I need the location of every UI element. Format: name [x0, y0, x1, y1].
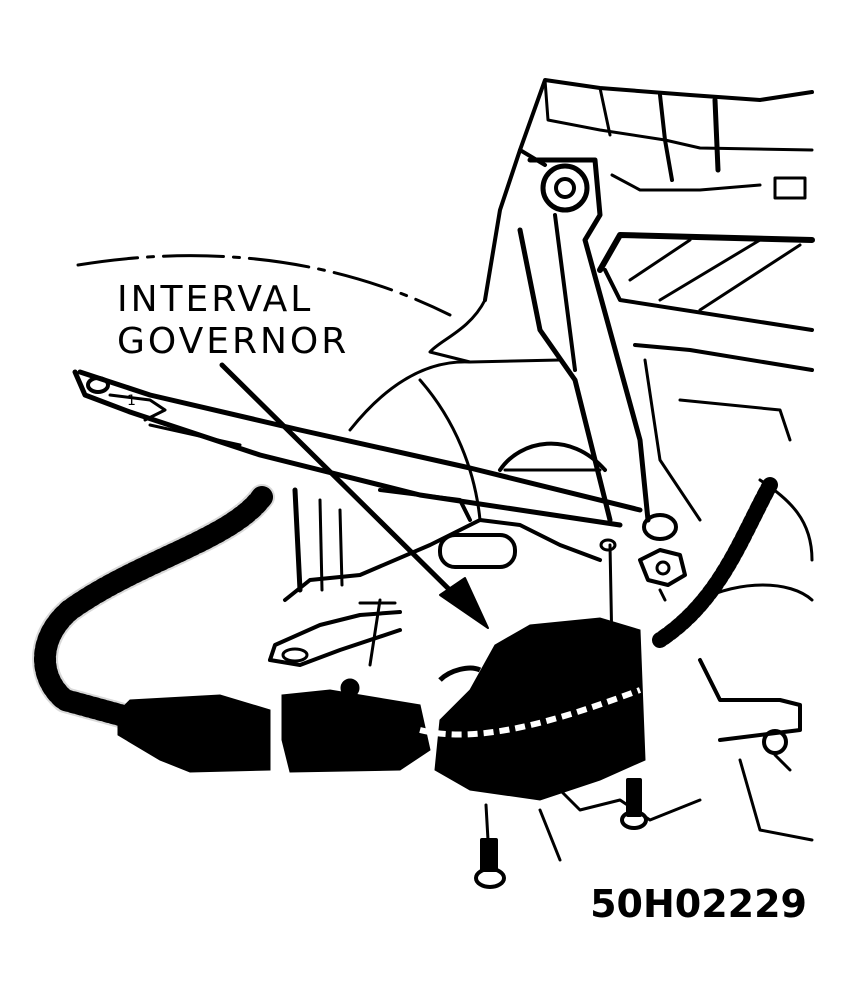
mounting-screw [474, 778, 648, 889]
mounting-bracket [517, 157, 815, 523]
wire-twist [419, 687, 642, 738]
wiring-harness-right [652, 477, 778, 648]
part-marker-number: 1 [127, 393, 136, 409]
hex-nut [638, 548, 687, 602]
lower-mount-plate [268, 487, 617, 667]
callout-label-interval: INTERVAL [117, 279, 314, 320]
interval-governor-module [434, 617, 646, 801]
wiper-linkage-arm [72, 369, 678, 541]
harness-connector-left [117, 694, 271, 773]
wiring-harness-conduit [34, 486, 273, 726]
figure-code: 50H02229 [590, 882, 807, 926]
motor-housing [428, 78, 814, 364]
body-panel [348, 358, 814, 562]
hood-outline-curve [76, 254, 452, 317]
callout-leader-line [219, 362, 473, 613]
callout-label-governor: GOVERNOR [117, 321, 350, 362]
connector-middle [281, 689, 431, 773]
callout-arrowhead [439, 577, 489, 629]
